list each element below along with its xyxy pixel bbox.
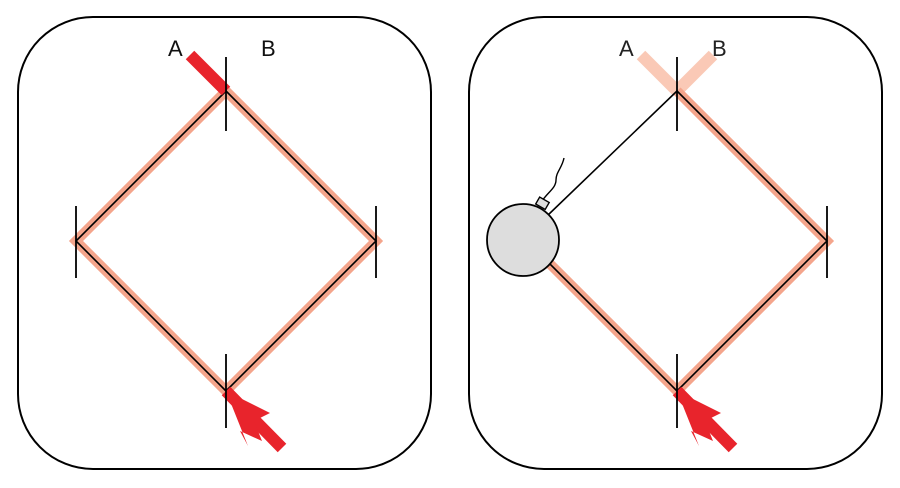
left-panel-frame <box>17 16 432 470</box>
bomb-icon <box>486 157 565 277</box>
right-port-b-label: B <box>712 36 727 61</box>
right-ray-top-arm <box>546 90 678 217</box>
left-input-arrow <box>226 391 270 446</box>
left-port-a-label: A <box>168 36 183 61</box>
left-panel: A B <box>17 16 432 470</box>
right-panel-frame <box>468 16 883 470</box>
right-output-beam-a-faded <box>636 50 682 96</box>
right-panel: A B <box>468 16 883 470</box>
right-input-arrow <box>677 391 721 446</box>
left-port-b-label: B <box>261 36 276 61</box>
right-ray-blocked-arm <box>539 253 678 392</box>
right-output-beam-b-faded <box>672 50 718 96</box>
left-output-beam-a <box>185 50 231 96</box>
bomb-fuse <box>541 157 565 202</box>
bomb-cap <box>534 196 551 211</box>
right-port-a-label: A <box>619 36 634 61</box>
bomb-body <box>486 203 560 277</box>
